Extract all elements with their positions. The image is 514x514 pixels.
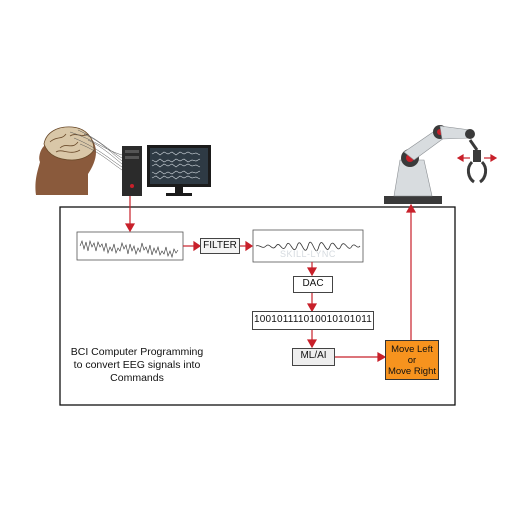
decision-line-3: Move Right <box>387 365 437 377</box>
decision-line-1: Move Left <box>391 343 433 355</box>
watermark-text: SKILL-LYNC <box>280 249 336 259</box>
computer-tower-icon <box>122 146 142 196</box>
filter-box: FILTER <box>200 238 240 254</box>
raw-eeg-signal <box>79 239 179 259</box>
filtered-eeg-signal <box>255 241 361 252</box>
binary-output-box: 100101111010010101011 <box>252 311 374 330</box>
gripper-motion-arrows <box>456 153 498 163</box>
raw-eeg-box <box>76 231 184 261</box>
process-frame <box>59 206 456 406</box>
decision-line-2: or <box>407 354 417 366</box>
caption-line-2: to convert EEG signals into <box>73 359 201 371</box>
dac-box: DAC <box>293 276 333 293</box>
robot-arm-icon <box>384 125 488 204</box>
caption-line-1: BCI Computer Programming <box>70 346 204 358</box>
process-caption: BCI Computer Programming to convert EEG … <box>62 346 212 385</box>
monitor-icon <box>147 145 211 196</box>
caption-line-3: Commands <box>110 372 164 384</box>
brain-head-icon <box>35 126 96 195</box>
ml-ai-box: ML/AI <box>292 348 335 366</box>
flow-arrows <box>124 196 417 363</box>
electrode-wires <box>69 129 123 171</box>
decision-box: Move Left or Move Right <box>385 340 439 380</box>
